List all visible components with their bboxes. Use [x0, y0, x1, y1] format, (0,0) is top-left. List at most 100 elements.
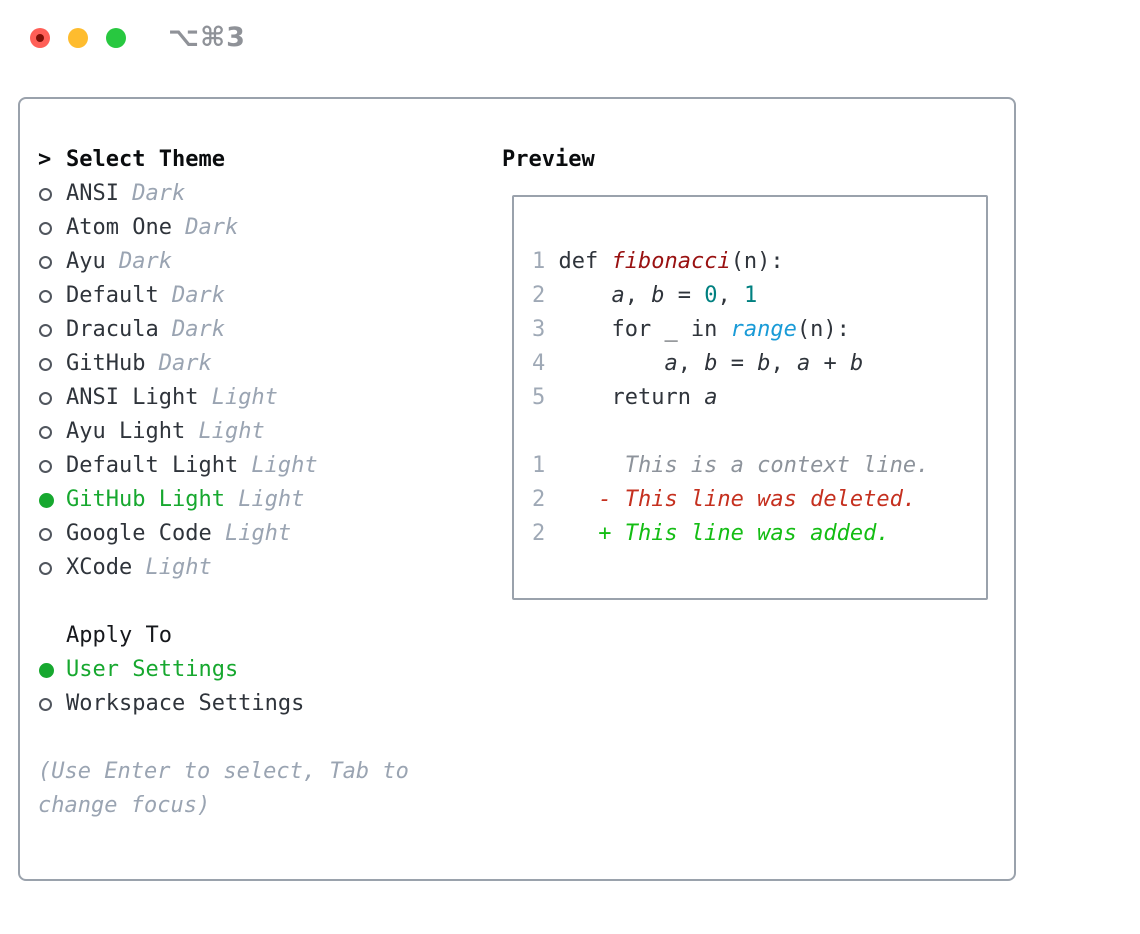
selected-radio-icon — [39, 662, 54, 678]
option-suffix: Light — [185, 419, 265, 444]
theme-option-ayu-light[interactable]: Ayu Light Light — [38, 415, 500, 449]
radio-icon — [39, 459, 52, 473]
theme-option-google-code[interactable]: Google Code Light — [38, 517, 500, 551]
diff-line-context: 1 This is a context line. — [532, 449, 986, 483]
radio-icon — [39, 255, 52, 269]
option-label: Workspace Settings — [66, 691, 305, 716]
code-token — [558, 283, 611, 308]
code-token: def — [558, 249, 612, 274]
preview-heading: Preview — [502, 147, 595, 172]
option-label: Atom One — [66, 215, 172, 240]
apply-option-user-settings[interactable]: User Settings — [38, 653, 500, 687]
theme-option-default[interactable]: Default Dark — [38, 279, 500, 313]
code-line: 1 def fibonacci(n): — [532, 245, 986, 279]
code-token: 0 — [704, 283, 718, 308]
option-label: ANSI — [66, 181, 119, 206]
theme-option-ansi[interactable]: ANSI Dark — [38, 177, 500, 211]
code-token: = — [717, 351, 758, 376]
code-line: 2 a, b = 0, 1 — [532, 279, 986, 313]
diff-sample: 1 This is a context line.2 - This line w… — [532, 449, 986, 551]
theme-option-ansi-light[interactable]: ANSI Light Light — [38, 381, 500, 415]
option-label: Default Light — [66, 453, 239, 478]
code-token: , — [717, 283, 744, 308]
code-token: b — [704, 351, 718, 376]
theme-option-dracula[interactable]: Dracula Dark — [38, 313, 500, 347]
radio-icon — [39, 357, 52, 371]
theme-list-header: > Select Theme — [38, 143, 500, 177]
line-number: 1 — [532, 453, 546, 478]
line-number: 1 — [532, 249, 546, 274]
code-token: b — [849, 351, 864, 376]
code-token: (n): — [796, 317, 850, 342]
code-token: (n): — [730, 249, 784, 274]
radio-icon — [39, 323, 52, 337]
option-suffix: Light — [224, 487, 305, 512]
code-token: fibonacci — [611, 249, 731, 274]
radio-icon — [39, 425, 52, 439]
theme-option-atom-one[interactable]: Atom One Dark — [38, 211, 500, 245]
option-label: ANSI Light — [66, 385, 199, 410]
option-suffix: Dark — [105, 249, 172, 274]
theme-option-ayu[interactable]: Ayu Dark — [38, 245, 500, 279]
code-token: range — [730, 317, 797, 342]
theme-option-github-light[interactable]: GitHub Light Light — [38, 483, 500, 517]
option-label: Ayu — [66, 249, 106, 274]
radio-icon — [39, 289, 52, 303]
code-token: a — [664, 351, 678, 376]
apply-option-workspace-settings[interactable]: Workspace Settings — [38, 687, 500, 721]
minimize-button[interactable] — [68, 27, 88, 48]
line-number: 3 — [532, 317, 546, 342]
radio-icon — [39, 187, 52, 201]
option-suffix: Light — [211, 521, 292, 546]
option-suffix: Dark — [158, 283, 225, 308]
line-number: 2 — [532, 283, 546, 308]
code-line: 5 return a — [532, 381, 986, 415]
code-line: 3 for _ in range(n): — [532, 313, 986, 347]
zoom-button[interactable] — [106, 27, 126, 48]
option-suffix: Light — [238, 453, 318, 478]
theme-option-default-light[interactable]: Default Light Light — [38, 449, 500, 483]
code-token: b — [757, 351, 771, 376]
diff-text: - This line was deleted. — [558, 487, 917, 512]
diff-line-deleted: 2 - This line was deleted. — [532, 483, 986, 517]
close-button[interactable] — [30, 27, 50, 48]
code-line: 4 a, b = b, a + b — [532, 347, 986, 381]
window-title: ⌥⌘3 — [168, 22, 246, 53]
prompt-icon: > — [38, 147, 52, 172]
option-label: User Settings — [66, 657, 239, 682]
radio-icon — [39, 561, 52, 575]
option-label: Google Code — [66, 521, 212, 546]
code-token: 1 — [743, 283, 758, 308]
selected-radio-icon — [39, 492, 54, 508]
option-label: GitHub Light — [66, 487, 225, 512]
option-suffix: Dark — [171, 215, 239, 240]
line-number: 4 — [532, 351, 546, 376]
code-token: , — [624, 283, 652, 308]
theme-option-xcode[interactable]: XCode Light — [38, 551, 500, 585]
option-label: Dracula — [66, 317, 159, 342]
radio-icon — [39, 697, 52, 711]
line-number: 5 — [532, 385, 546, 410]
line-number: 2 — [532, 521, 546, 546]
diff-line-added: 2 + This line was added. — [532, 517, 986, 551]
option-suffix: Dark — [158, 317, 225, 342]
help-text: (Use Enter to select, Tab to change focu… — [38, 759, 409, 818]
code-token: , — [677, 351, 705, 376]
code-token: return — [558, 385, 705, 410]
radio-icon — [39, 391, 52, 405]
option-suffix: Light — [198, 385, 278, 410]
option-label: GitHub — [66, 351, 146, 376]
theme-option-github[interactable]: GitHub Dark — [38, 347, 500, 381]
apply-to-heading: Apply To — [66, 623, 172, 648]
traffic-lights — [30, 27, 126, 48]
radio-icon — [39, 527, 52, 541]
code-token — [558, 351, 664, 376]
